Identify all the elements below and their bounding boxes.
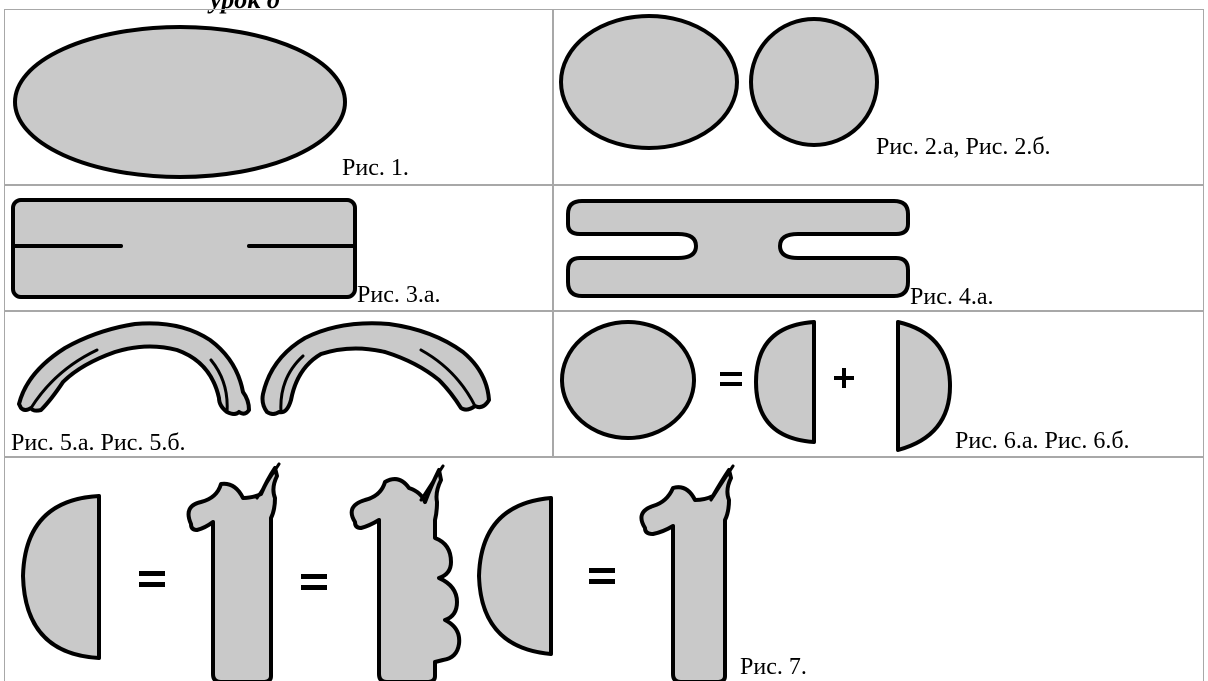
left-arch-shape xyxy=(17,321,251,416)
fig1-ellipse-drawing xyxy=(13,25,347,179)
hand-shape xyxy=(639,468,733,681)
cell-fig3: Рис. 3.а. xyxy=(4,185,553,311)
fig4-drawing xyxy=(566,199,910,298)
equals-sign-drawing xyxy=(139,571,165,587)
caption-fig5: Рис. 5.а. Рис. 5.б. xyxy=(11,430,186,456)
cell-fig2: Рис. 2.а, Рис. 2.б. xyxy=(553,9,1204,185)
right-half-shape xyxy=(896,320,952,452)
fig7-drawing xyxy=(21,462,735,681)
caption-fig6: Рис. 6.а. Рис. 6.б. xyxy=(955,428,1130,454)
right-arch-inner-line xyxy=(419,348,477,408)
equals-sign-drawing xyxy=(301,574,327,590)
fig3-drawing xyxy=(11,198,357,299)
left-arch-inner-line xyxy=(209,358,229,414)
cell-fig7: Рис. 7. xyxy=(4,457,1204,681)
fig2-drawing xyxy=(559,14,879,150)
hand-detail-line xyxy=(709,464,735,502)
caption-fig3: Рис. 3.а. xyxy=(357,282,441,308)
rectangle-shape xyxy=(11,198,357,299)
right-arch-shape xyxy=(260,321,491,416)
hand-fingers-shape xyxy=(349,468,462,681)
ellipse-shape xyxy=(13,25,347,179)
cell-fig1: Рис. 1. xyxy=(4,9,553,185)
cell-fig5: Рис. 5.а. Рис. 5.б. xyxy=(4,311,553,457)
half-oval-shape xyxy=(477,496,553,656)
left-arch-inner-line xyxy=(29,348,99,410)
caption-fig1: Рис. 1. xyxy=(342,155,409,181)
left-half-shape xyxy=(754,320,816,444)
right-arch-inner-line xyxy=(279,354,305,414)
caption-fig2: Рис. 2.а, Рис. 2.б. xyxy=(876,134,1051,160)
caption-fig4: Рис. 4.а. xyxy=(910,284,994,310)
cell-fig6: Рис. 6.а. Рис. 6.б. xyxy=(553,311,1204,457)
cell-fig4: Рис. 4.а. xyxy=(553,185,1204,311)
hand-detail-line xyxy=(255,462,281,500)
plus-sign-drawing xyxy=(834,368,854,388)
oval-shape xyxy=(559,14,739,150)
h-shape xyxy=(566,199,910,298)
circle-shape xyxy=(749,17,879,147)
oval-whole-shape xyxy=(560,320,696,440)
hand-detail-line xyxy=(419,464,445,502)
fig5-drawing xyxy=(17,321,491,416)
fig6-drawing xyxy=(560,320,952,452)
equals-sign-drawing xyxy=(589,568,615,584)
half-oval-shape xyxy=(21,494,101,660)
caption-fig7: Рис. 7. xyxy=(740,654,807,680)
hand-shape xyxy=(186,466,279,681)
equals-sign-drawing xyxy=(720,372,742,386)
